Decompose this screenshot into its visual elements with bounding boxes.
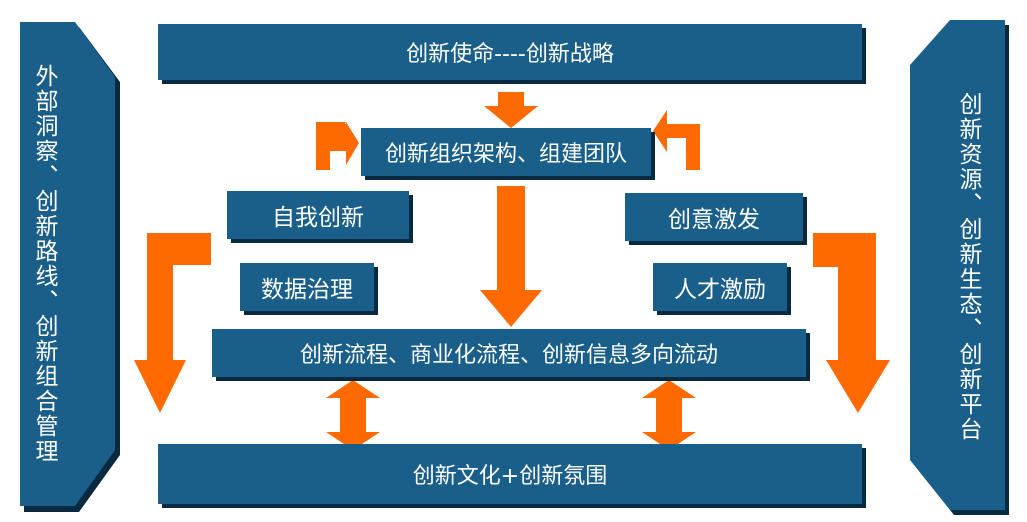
process-box-label: 创新流程、商业化流程、创新信息多向流动 bbox=[299, 343, 718, 368]
talent-incentive-label: 人才激励 bbox=[674, 277, 766, 303]
right-banner-label: 创新资源、创新生态、创新平台 bbox=[955, 92, 981, 442]
left-banner bbox=[20, 22, 115, 506]
data-governance-label: 数据治理 bbox=[261, 277, 353, 303]
arrow-right-elbow bbox=[653, 110, 700, 170]
idea-stimulation-label: 创意激发 bbox=[668, 207, 760, 233]
left-banner-label: 外部洞察、创新路线、创新组合管理 bbox=[31, 64, 57, 464]
org-box-label: 创新组织架构、组建团队 bbox=[384, 142, 627, 167]
data-governance-box: 数据治理 bbox=[240, 263, 374, 311]
idea-stimulation-box: 创意激发 bbox=[625, 193, 803, 241]
arrow-right-down bbox=[813, 233, 890, 413]
double-arrow-right bbox=[642, 380, 696, 450]
arrow-left-elbow-fill bbox=[316, 124, 346, 170]
self-innovation-label: 自我创新 bbox=[272, 205, 364, 231]
culture-box: 创新文化+创新氛围 bbox=[158, 444, 862, 504]
process-box: 创新流程、商业化流程、创新信息多向流动 bbox=[212, 329, 806, 377]
top-box: 创新使命----创新战略 bbox=[158, 24, 862, 80]
self-innovation-box: 自我创新 bbox=[227, 191, 409, 239]
org-box: 创新组织架构、组建团队 bbox=[361, 128, 651, 176]
double-arrow-left bbox=[326, 380, 380, 450]
top-box-label: 创新使命----创新战略 bbox=[406, 42, 614, 67]
arrow-top-to-org bbox=[484, 92, 538, 128]
arrow-org-to-process bbox=[480, 186, 542, 327]
right-banner bbox=[910, 20, 1005, 510]
arrow-left-down bbox=[134, 233, 211, 413]
talent-incentive-box: 人才激励 bbox=[653, 263, 787, 311]
culture-box-label: 创新文化+创新氛围 bbox=[412, 464, 608, 489]
